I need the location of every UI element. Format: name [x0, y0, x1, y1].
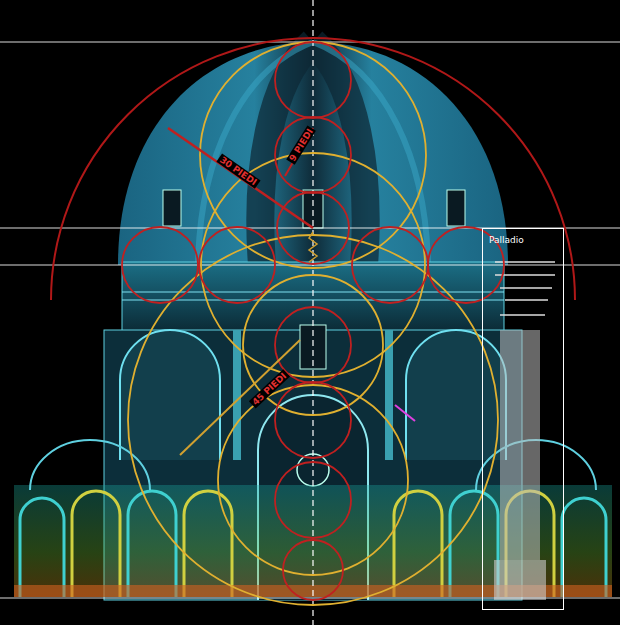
box-title: Palladio: [483, 229, 563, 245]
reference-box: Palladio: [482, 228, 564, 610]
